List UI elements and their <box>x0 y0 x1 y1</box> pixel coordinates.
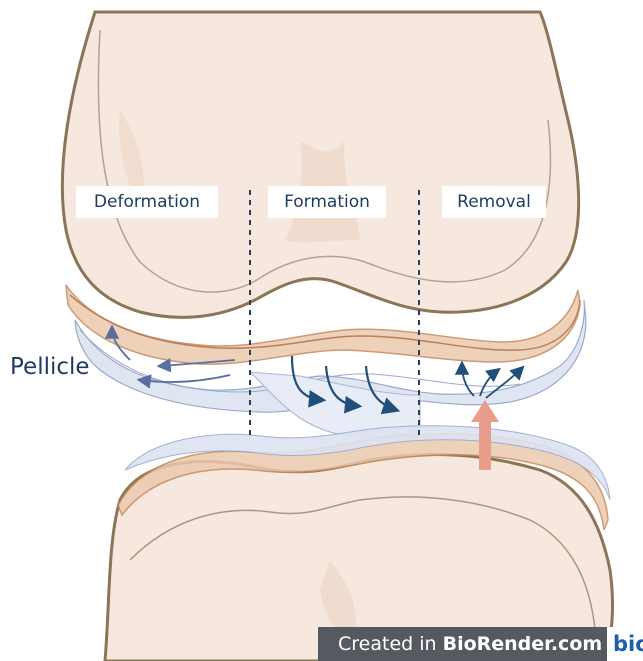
label-pellicle: Pellicle <box>10 354 90 380</box>
flow-arrow-icon <box>462 364 474 396</box>
label-deformation: Deformation <box>76 186 218 218</box>
label-formation: Formation <box>268 186 386 218</box>
label-removal: Removal <box>442 186 546 218</box>
biorender-logo: bio <box>607 627 643 661</box>
upper-pellicle <box>75 300 586 437</box>
watermark-text: Created in BioRender.com <box>318 633 602 655</box>
biorender-watermark[interactable]: Created in BioRender.com bio <box>318 627 643 661</box>
upper-bone <box>62 12 578 317</box>
